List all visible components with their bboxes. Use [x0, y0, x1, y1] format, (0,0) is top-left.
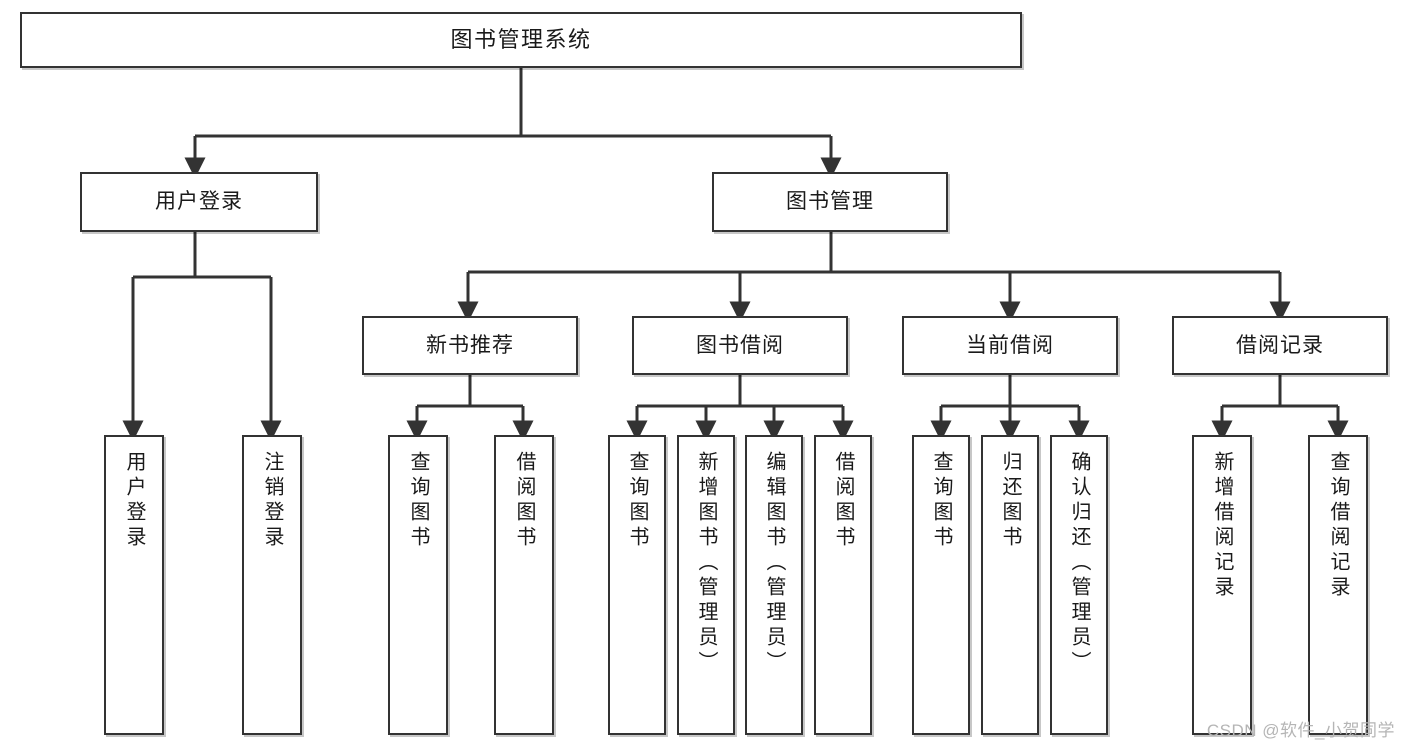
node-user-login-label: 用户登录	[155, 190, 243, 214]
node-book-borrow[interactable]: 图书借阅	[632, 316, 848, 375]
leaf-query-record[interactable]: 查询借阅记录	[1308, 435, 1368, 735]
node-book-manage[interactable]: 图书管理	[712, 172, 948, 232]
leaf-query-book-3[interactable]: 查询图书	[912, 435, 970, 735]
leaf-borrow-book-2[interactable]: 借阅图书	[814, 435, 872, 735]
node-borrow-record-label: 借阅记录	[1236, 333, 1324, 357]
csdn-watermark: CSDN @软件_小贺同学	[1206, 721, 1395, 740]
node-new-book-rec[interactable]: 新书推荐	[362, 316, 578, 375]
leaf-add-book-label: 新增图书（管理员）	[695, 451, 717, 676]
node-current-borrow-label: 当前借阅	[966, 333, 1054, 357]
leaf-query-book-1-label: 查询图书	[407, 451, 429, 551]
leaf-confirm-return[interactable]: 确认归还（管理员）	[1050, 435, 1108, 735]
node-book-manage-label: 图书管理	[786, 190, 874, 214]
leaf-query-book-1[interactable]: 查询图书	[388, 435, 448, 735]
leaf-borrow-book-2-label: 借阅图书	[832, 451, 854, 551]
leaf-add-book[interactable]: 新增图书（管理员）	[677, 435, 735, 735]
leaf-user-logout-label: 注销登录	[261, 451, 283, 551]
leaf-query-book-2-label: 查询图书	[626, 451, 648, 551]
leaf-query-book-2[interactable]: 查询图书	[608, 435, 666, 735]
leaf-query-record-label: 查询借阅记录	[1327, 451, 1349, 601]
leaf-user-logout[interactable]: 注销登录	[242, 435, 302, 735]
leaf-user-login[interactable]: 用户登录	[104, 435, 164, 735]
node-borrow-record[interactable]: 借阅记录	[1172, 316, 1388, 375]
node-new-book-rec-label: 新书推荐	[426, 333, 514, 357]
node-root[interactable]: 图书管理系统	[20, 12, 1022, 68]
leaf-add-record-label: 新增借阅记录	[1211, 451, 1233, 601]
leaf-add-record[interactable]: 新增借阅记录	[1192, 435, 1252, 735]
leaf-borrow-book-1[interactable]: 借阅图书	[494, 435, 554, 735]
leaf-return-book[interactable]: 归还图书	[981, 435, 1039, 735]
leaf-return-book-label: 归还图书	[999, 451, 1021, 551]
node-current-borrow[interactable]: 当前借阅	[902, 316, 1118, 375]
leaf-edit-book-label: 编辑图书（管理员）	[763, 451, 785, 676]
leaf-confirm-return-label: 确认归还（管理员）	[1068, 451, 1090, 676]
leaf-borrow-book-1-label: 借阅图书	[513, 451, 535, 551]
node-root-label: 图书管理系统	[450, 26, 592, 52]
node-book-borrow-label: 图书借阅	[696, 333, 784, 357]
node-user-login[interactable]: 用户登录	[80, 172, 318, 232]
leaf-query-book-3-label: 查询图书	[930, 451, 952, 551]
leaf-user-login-label: 用户登录	[123, 451, 145, 551]
leaf-edit-book[interactable]: 编辑图书（管理员）	[745, 435, 803, 735]
